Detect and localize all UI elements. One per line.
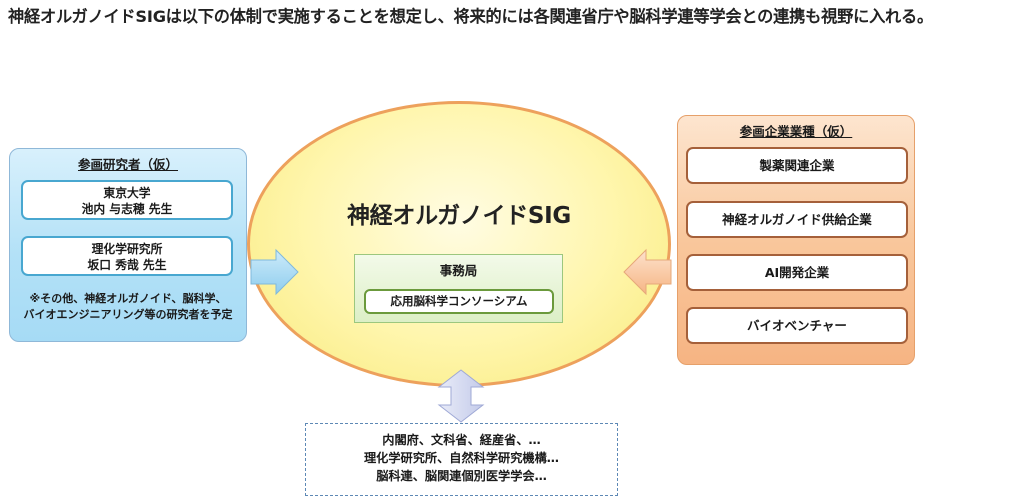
left-arrow-icon bbox=[623, 248, 672, 296]
industry-box-bioventure: バイオベンチャー bbox=[686, 307, 908, 344]
researcher-name: 池内 与志穂 先生 bbox=[81, 202, 173, 216]
researcher-org: 東京大学 bbox=[103, 186, 151, 200]
sig-title: 神経オルガノイドSIG bbox=[346, 203, 571, 229]
researchers-note: ※その他、神経オルガノイド、脳科学、 バイオエンジニアリング等の研究者を予定 bbox=[10, 291, 246, 323]
researcher-box-riken: 理化学研究所 坂口 秀哉 先生 bbox=[21, 236, 233, 276]
sig-ellipse bbox=[247, 101, 671, 387]
partners-line: 理化学研究所、自然科学研究機構… bbox=[364, 451, 559, 465]
partners-line: 内閣府、文科省、経産省、… bbox=[382, 433, 541, 447]
industries-title: 参画企業業種（仮） bbox=[739, 124, 853, 139]
researchers-title: 参画研究者（仮） bbox=[77, 157, 178, 172]
industries-panel: 参画企業業種（仮） 製薬関連企業 神経オルガノイド供給企業 AI開発企業 バイオ… bbox=[677, 115, 915, 365]
industry-box-ai: AI開発企業 bbox=[686, 254, 908, 291]
industry-box-organoid-supplier: 神経オルガノイド供給企業 bbox=[686, 201, 908, 238]
researcher-name: 坂口 秀哉 先生 bbox=[87, 258, 167, 272]
researchers-note-line1: ※その他、神経オルガノイド、脳科学、 bbox=[29, 292, 227, 305]
office-label: 事務局 bbox=[439, 263, 478, 278]
researcher-org: 理化学研究所 bbox=[91, 242, 163, 256]
researchers-panel: 参画研究者（仮） 東京大学 池内 与志穂 先生 理化学研究所 坂口 秀哉 先生 … bbox=[9, 148, 247, 342]
researchers-note-line2: バイオエンジニアリング等の研究者を予定 bbox=[23, 308, 233, 321]
up-down-arrow-icon bbox=[437, 369, 485, 423]
consortium-box: 応用脳科学コンソーシアム bbox=[364, 289, 554, 314]
industry-box-pharma: 製薬関連企業 bbox=[686, 147, 908, 184]
intro-text: 神経オルガノイドSIGは以下の体制で実施することを想定し、将来的には各関連省庁や… bbox=[8, 7, 934, 26]
partners-box: 内閣府、文科省、経産省、… 理化学研究所、自然科学研究機構… 脳科連、脳関連個別… bbox=[305, 423, 618, 496]
office-box: 事務局 応用脳科学コンソーシアム bbox=[354, 254, 563, 323]
right-arrow-icon bbox=[250, 248, 299, 296]
partners-line: 脳科連、脳関連個別医学学会… bbox=[376, 469, 547, 483]
researcher-box-tokyo: 東京大学 池内 与志穂 先生 bbox=[21, 180, 233, 220]
